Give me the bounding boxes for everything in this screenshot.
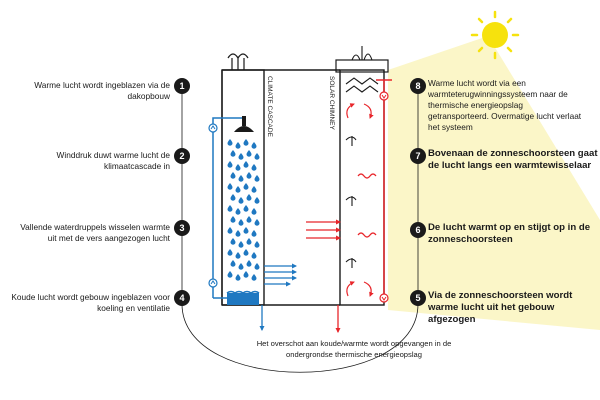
water-drop: [251, 230, 257, 237]
water-drop: [243, 227, 249, 234]
water-drop: [254, 263, 260, 270]
sun-icon: [470, 10, 520, 60]
water-drop: [230, 194, 236, 201]
chimney-fans: [345, 136, 357, 268]
water-drop: [254, 241, 260, 248]
step-2-badge: 2: [174, 148, 190, 164]
water-drop: [235, 186, 241, 193]
water-drop: [246, 194, 252, 201]
water-drop: [238, 153, 244, 160]
warm-pipe: [376, 79, 392, 300]
water-drop-icon: [227, 139, 260, 281]
roof-structure: [221, 69, 340, 306]
step-4-label: Koude lucht wordt gebouw ingeblazen voor…: [11, 292, 170, 313]
water-drop: [251, 252, 257, 259]
water-drop: [238, 219, 244, 226]
water-drop: [246, 216, 252, 223]
water-drop: [235, 142, 241, 149]
water-drop: [246, 260, 252, 267]
water-drop: [235, 252, 241, 259]
water-drop: [246, 238, 252, 245]
water-drop: [251, 208, 257, 215]
solar-chimney-column: [339, 69, 385, 306]
water-drop: [227, 183, 233, 190]
water-drop: [251, 164, 257, 171]
step-1-badge: 1: [174, 78, 190, 94]
step-2-label: Winddruk duwt warme lucht de klimaatcasc…: [56, 150, 170, 171]
water-drop: [227, 139, 233, 146]
shower-head-icon: [234, 116, 254, 132]
step-6-label: De lucht warmt op en stijgt op in de zon…: [428, 222, 591, 245]
water-drop: [254, 153, 260, 160]
water-drop: [230, 172, 236, 179]
water-drop: [243, 205, 249, 212]
step-7-badge: 7: [410, 148, 426, 164]
water-basin: [227, 293, 259, 305]
water-drop: [251, 142, 257, 149]
water-drop: [251, 274, 257, 281]
step-7-label: Bovenaan de zonneschoorsteen gaat de luc…: [428, 148, 598, 171]
step-8-label: Warme lucht wordt via een warmteterugwin…: [428, 78, 582, 132]
step-3-badge: 3: [174, 220, 190, 236]
step-3-label: Vallende waterdruppels wisselen warmte u…: [20, 222, 170, 243]
water-drop: [227, 161, 233, 168]
water-drop: [243, 183, 249, 190]
step-5-badge: 5: [410, 290, 426, 306]
water-drop: [251, 186, 257, 193]
water-drop: [243, 249, 249, 256]
water-drop: [254, 219, 260, 226]
water-drop: [230, 150, 236, 157]
water-drop: [230, 238, 236, 245]
step-6-badge: 6: [410, 222, 426, 238]
step-5-label: Via de zonneschoorsteen wordt warme luch…: [428, 290, 573, 325]
water-drop: [227, 249, 233, 256]
chimney-top-fan: [345, 46, 379, 93]
fan-icon: [227, 53, 249, 70]
water-drop: [243, 161, 249, 168]
cool-air-arrows: [264, 263, 298, 287]
water-drop: [238, 263, 244, 270]
sun-beam: [388, 36, 600, 330]
step-4-badge: 4: [174, 290, 190, 306]
water-drop: [243, 139, 249, 146]
water-drop: [235, 208, 241, 215]
step-8-badge: 8: [410, 78, 426, 94]
warm-air-waves: [357, 173, 377, 238]
storage-note: Het overschot aan koude/warmte wordt opg…: [256, 339, 452, 359]
water-drop: [238, 197, 244, 204]
water-drop: [254, 197, 260, 204]
water-drop: [235, 164, 241, 171]
water-drop: [238, 241, 244, 248]
water-drop: [243, 271, 249, 278]
step-1-label: Warme lucht wordt ingeblazen via de dako…: [34, 80, 170, 101]
water-drop: [227, 271, 233, 278]
water-drop: [235, 230, 241, 237]
warm-air-inflow-arrows: [306, 219, 342, 241]
water-drop: [230, 216, 236, 223]
water-drop: [246, 150, 252, 157]
chimney-circulation: [346, 103, 374, 297]
water-drop: [230, 260, 236, 267]
solar-chimney-label: SOLAR CHIMNEY: [328, 76, 335, 130]
water-drop: [227, 227, 233, 234]
water-drop: [235, 274, 241, 281]
water-drop: [227, 205, 233, 212]
water-drop: [238, 175, 244, 182]
storage-arc: [181, 303, 419, 373]
water-drop: [254, 175, 260, 182]
water-drop: [246, 172, 252, 179]
climate-cascade-label: CLIMATE CASCADE: [266, 76, 273, 138]
